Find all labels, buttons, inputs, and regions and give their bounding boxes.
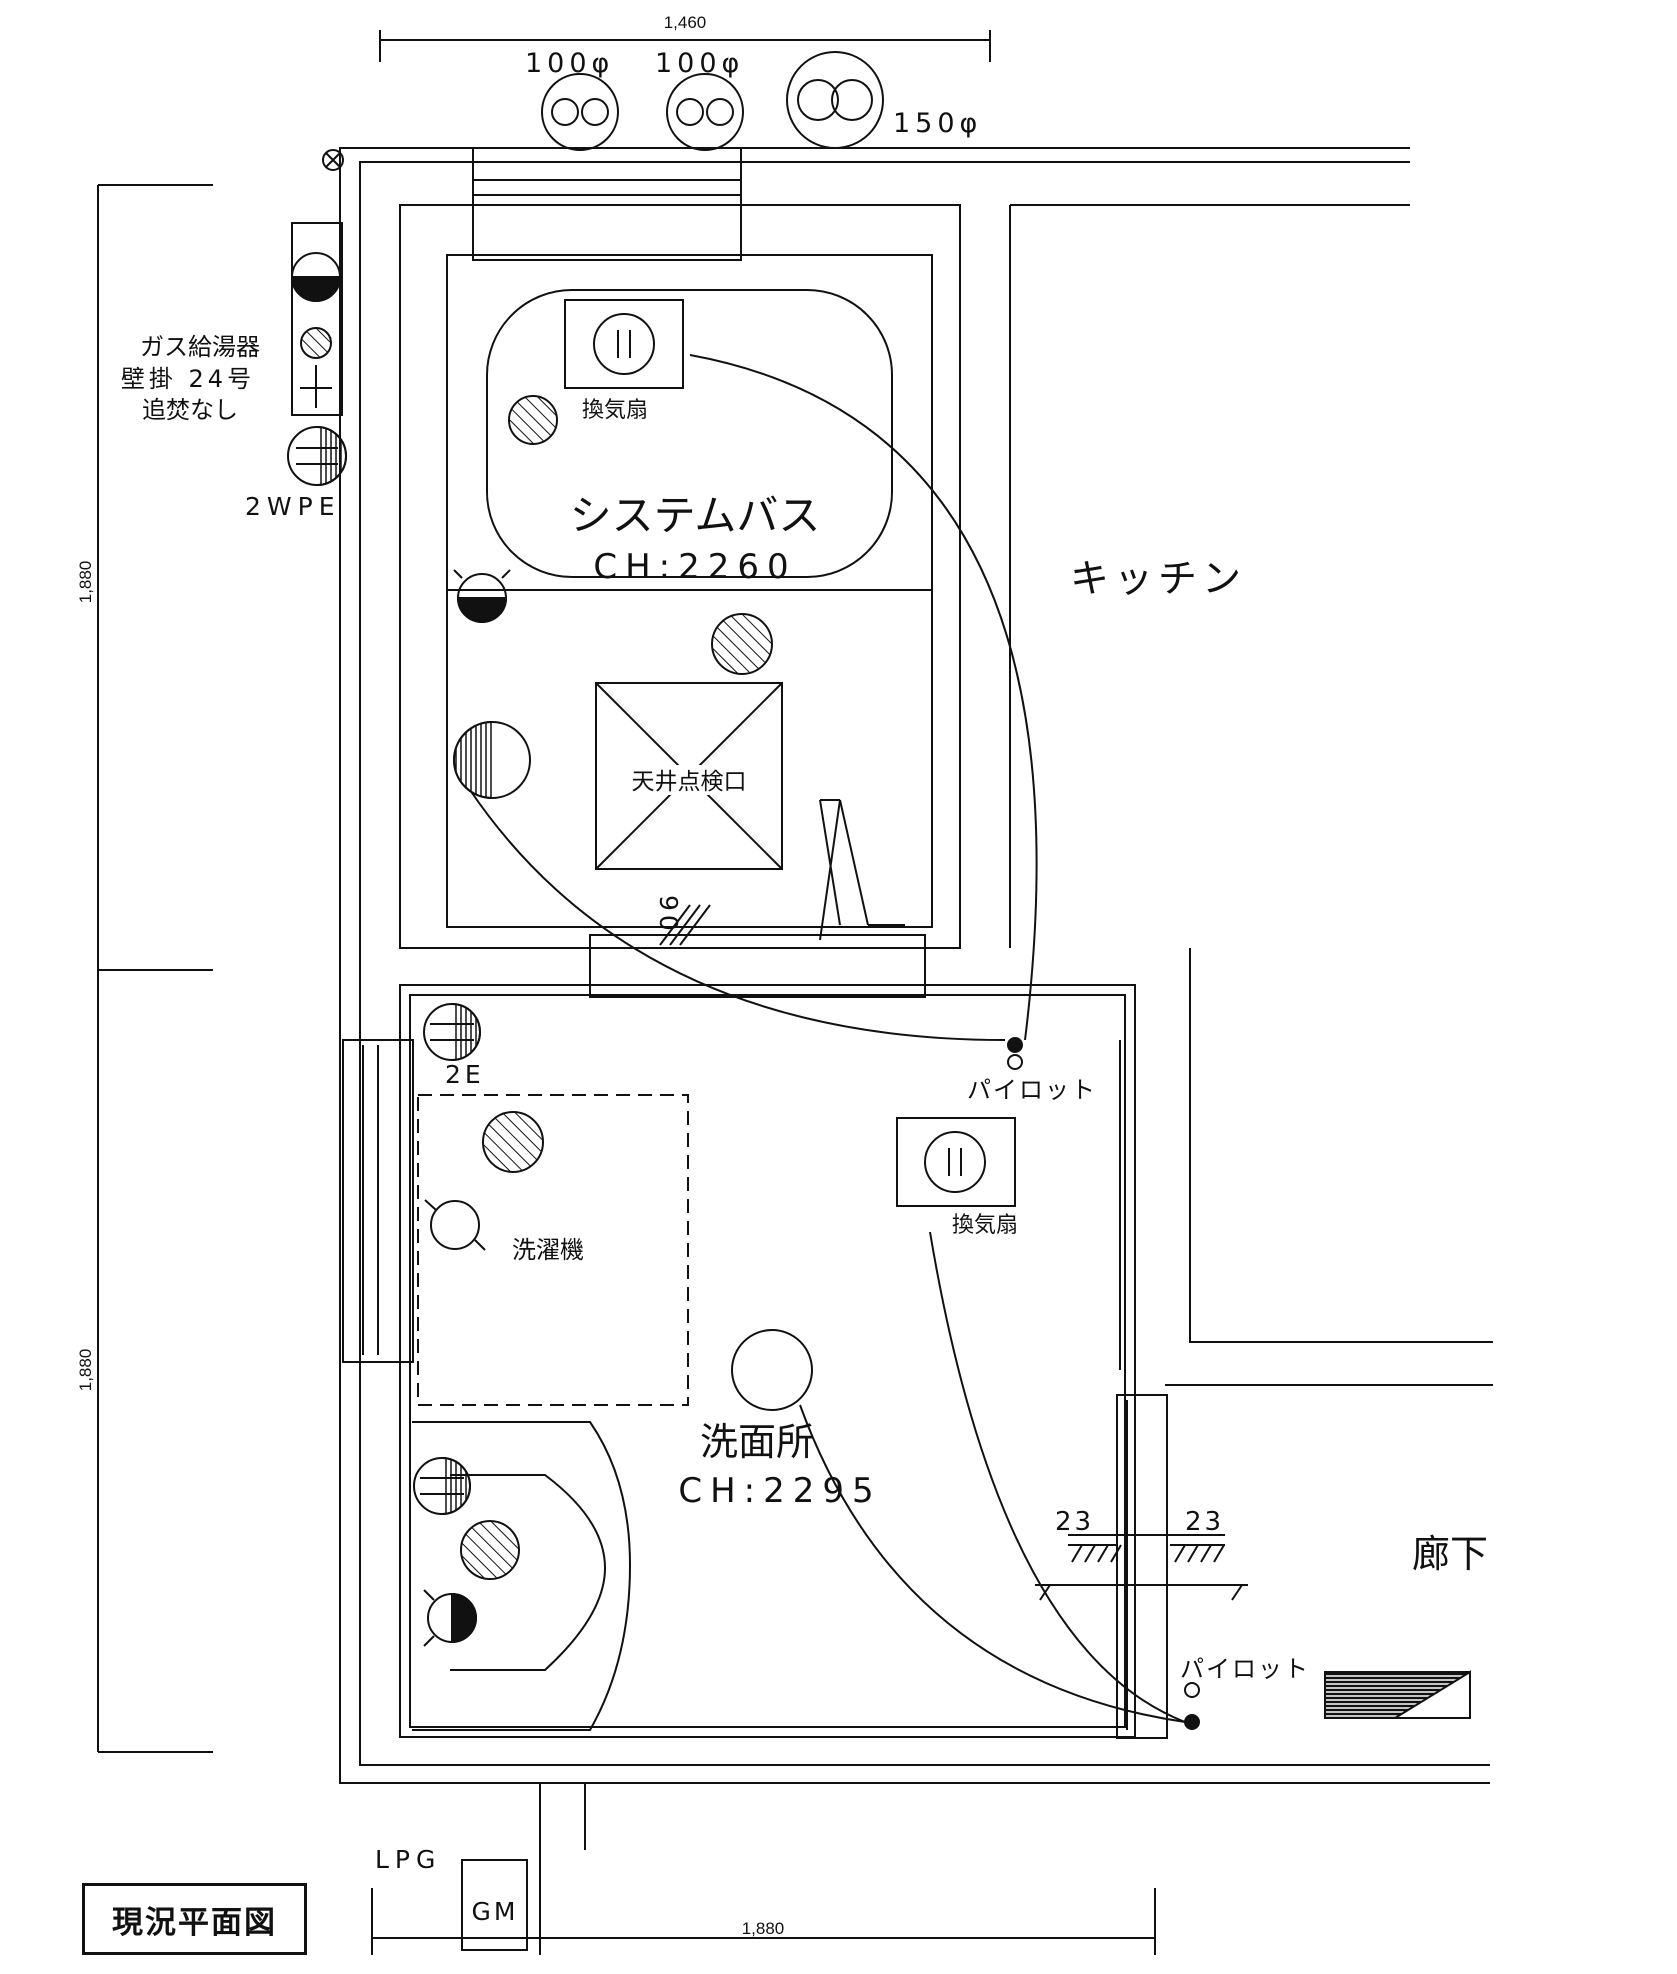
dimension-top-label: 1,460 <box>664 13 707 32</box>
washroom: 2E 洗濯機 洗面所 CH:2295 換気扇 <box>342 1003 1168 1739</box>
dimension-bottom: 1,880 <box>371 1888 1156 1955</box>
bathtub <box>486 289 893 578</box>
vanity <box>412 1421 632 1731</box>
washroom-door-frame <box>1116 1394 1168 1739</box>
hallway-label: 廊下 <box>1412 1532 1488 1576</box>
pilot-lights: パイロット パイロット <box>469 354 1310 1730</box>
washroom-fan-label: 換気扇 <box>952 1213 1018 1238</box>
pilot-label-2: パイロット <box>1180 1655 1310 1683</box>
step-left-label: 23 <box>1055 1507 1094 1537</box>
duct-150-label: 150φ <box>893 108 982 139</box>
pilot-label-1: パイロット <box>967 1076 1097 1104</box>
wiring-arc-wash-fan <box>929 1231 1186 1723</box>
step-right-label: 23 <box>1185 1507 1224 1537</box>
wiring-arc-wash-light <box>799 1404 1186 1723</box>
washroom-ceiling-height: CH:2295 <box>678 1471 881 1511</box>
dimension-left: 1,880 1,880 <box>76 184 213 1753</box>
washroom-fan-box <box>896 1117 1016 1207</box>
washroom-fan-icon <box>924 1131 986 1193</box>
system-bath: システムバス CH:2260 換気扇 天井点検口 90 <box>446 254 933 946</box>
step-markers: 23 23 <box>1035 1507 1248 1601</box>
bath-fan-label: 換気扇 <box>582 398 648 423</box>
walls <box>339 147 1493 1955</box>
wiring-arc-bath-light <box>469 789 1006 1041</box>
heater-vent-icon <box>322 149 344 171</box>
gas-meter-label: GM <box>472 1897 519 1926</box>
bath-name: システムバス <box>570 491 821 540</box>
ducts: 100φ 100φ 150φ <box>525 48 982 151</box>
bath-door-frame <box>589 934 926 998</box>
bath-ceiling-height: CH:2260 <box>593 547 796 587</box>
heater-label-2: 壁掛 24号 <box>121 365 255 393</box>
ceiling-hatch-label: 天井点検口 <box>632 769 747 795</box>
heater-label-1: ガス給湯器 <box>140 333 260 361</box>
duct-150 <box>786 51 884 149</box>
hallway-stair-icon <box>1324 1670 1471 1719</box>
bath-door-leaf <box>819 799 869 926</box>
duct-100-b-label: 100φ <box>655 48 744 79</box>
washing-machine-area <box>417 1094 689 1406</box>
washroom-fixture-icon <box>430 1200 480 1250</box>
washroom-light-icon <box>482 1111 544 1173</box>
vanity-basin <box>450 1474 607 1671</box>
vanity-light-icon <box>460 1520 520 1580</box>
drawing-title: 現況平面図 <box>82 1883 307 1955</box>
bath-light-icon <box>711 613 773 675</box>
gas-meter: LPG GM <box>375 1845 528 1951</box>
bath-downlight-icon <box>508 395 558 445</box>
dimension-left-lower-label: 1,880 <box>76 1349 95 1392</box>
bath-fan-icon <box>593 313 655 375</box>
washroom-window <box>342 1039 414 1363</box>
outlet-2e-label: 2E <box>445 1060 485 1089</box>
ceiling-hatch <box>595 682 783 870</box>
gas-water-heater: ガス給湯器 壁掛 24号 追焚なし 2WPE <box>121 149 347 521</box>
bath-window <box>472 147 742 261</box>
kitchen-label: キッチン <box>1070 557 1246 602</box>
heater-label-3: 追焚なし <box>142 396 238 424</box>
washing-machine-label: 洗濯機 <box>512 1236 584 1264</box>
dimension-bottom-label: 1,880 <box>742 1919 785 1938</box>
bath-fan-box <box>564 299 684 389</box>
dimension-left-upper-label: 1,880 <box>76 561 95 604</box>
washroom-ceiling-light-icon <box>731 1329 813 1411</box>
duct-100-a <box>541 73 619 151</box>
duct-100-a-label: 100φ <box>525 48 614 79</box>
washroom-name: 洗面所 <box>700 1420 814 1464</box>
duct-100-b <box>666 73 744 151</box>
lpg-label: LPG <box>375 1845 441 1874</box>
outlet-2wpe-label: 2WPE <box>245 492 341 521</box>
wiring-arc-bath-fan <box>689 354 1038 1041</box>
dimension-top: 1,460 <box>379 13 991 62</box>
door-90-label: 90 <box>654 895 683 935</box>
